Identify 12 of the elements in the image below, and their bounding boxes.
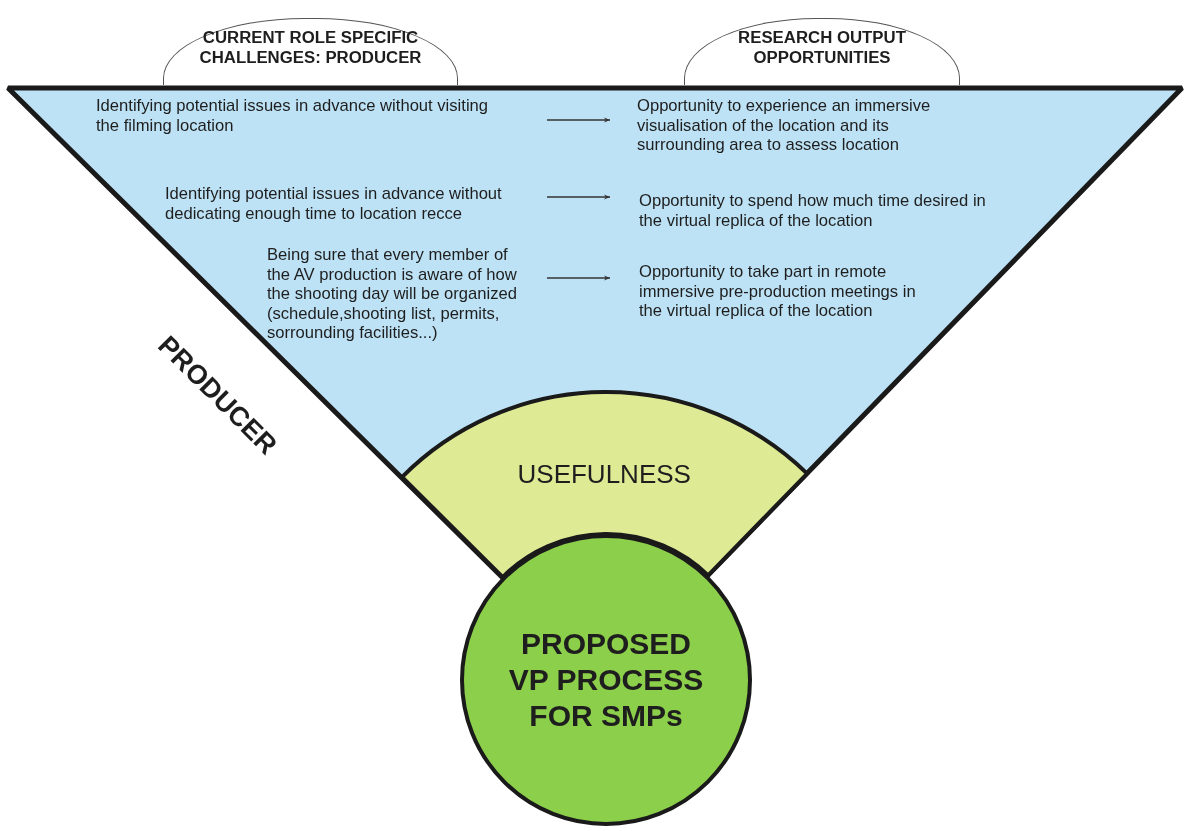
arrow [546, 194, 611, 200]
opportunity-text: Opportunity to spend how much time desired in the virtual replica of the location [612, 191, 1011, 231]
arrow [546, 117, 611, 123]
header-tab: CURRENT ROLE SPECIFIC CHALLENGES: PRODUCER [163, 18, 458, 85]
challenge-text: Identifying potential issues in advance without visiting the filming location [96, 96, 545, 136]
challenge-text: Identifying potential issues in advance without dedicating enough time to location recce [165, 184, 545, 224]
opportunity-text: Opportunity to experience an immersive visualisation of the location and its surrounding area to assess location [612, 96, 957, 155]
circle-label: PROPOSED VP PROCESS FOR SMPs [507, 626, 705, 734]
band-label: USEFULNESS [516, 459, 692, 489]
header-tab: RESEARCH OUTPUT OPPORTUNITIES [684, 18, 960, 85]
opportunity-text: Opportunity to take part in remote immersive pre-production meetings in the virtual replica of the location [612, 262, 939, 321]
arrow [546, 275, 611, 281]
